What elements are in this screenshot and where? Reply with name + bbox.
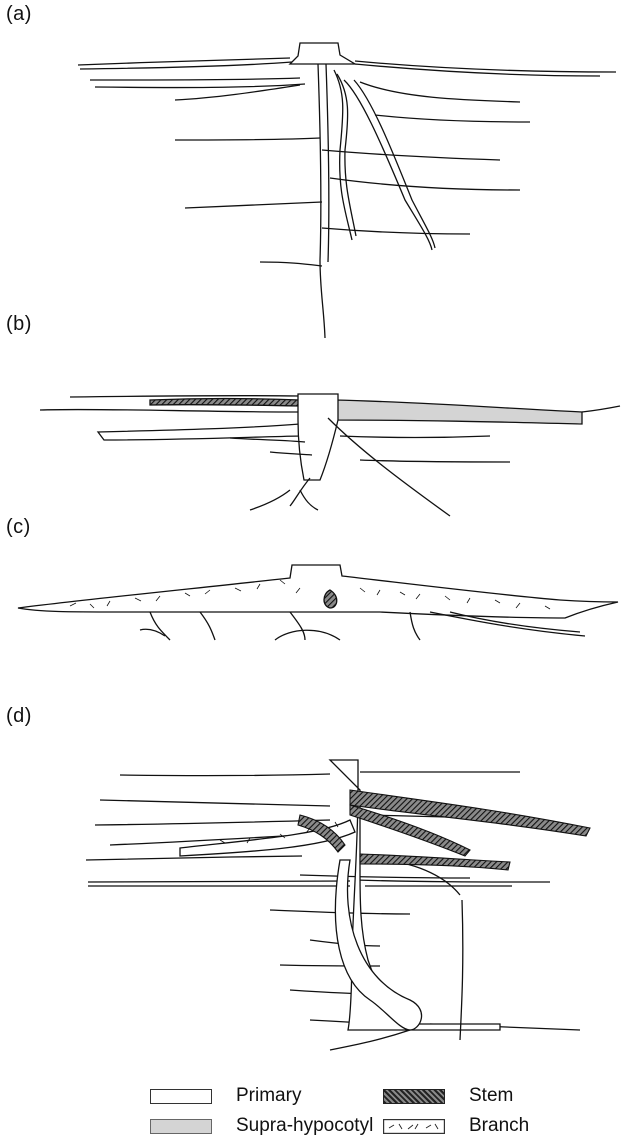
lateral-root (70, 396, 300, 397)
panel-label-a: (a) (6, 3, 32, 26)
legend-swatch-stem (383, 1089, 445, 1104)
branch-root (334, 70, 352, 240)
lateral-root (100, 800, 330, 806)
lateral-root (355, 880, 550, 882)
stem-segment (360, 854, 510, 870)
lateral-root (175, 138, 320, 140)
branch-root (300, 490, 318, 510)
legend-swatch-primary (150, 1089, 212, 1104)
lateral-root (120, 774, 330, 776)
lateral-root (360, 82, 520, 102)
legend-swatch-branch (383, 1119, 445, 1134)
primary-root-tip (330, 1030, 410, 1050)
root-diagram-a (0, 30, 626, 350)
lateral-root (330, 178, 520, 190)
lateral-root (90, 78, 300, 80)
lateral-root (185, 202, 322, 208)
root-diagram-d (0, 730, 626, 1070)
lateral-root (300, 875, 470, 878)
legend-item-supra-hypocotyl: Supra-hypocotyl (150, 1115, 373, 1137)
lateral-root (340, 436, 490, 438)
lateral-root (322, 150, 500, 160)
legend-label-stem: Stem (469, 1085, 513, 1107)
lateral-root (95, 820, 330, 825)
legend-item-stem: Stem (383, 1085, 513, 1107)
stem-base (290, 43, 355, 64)
lateral-root (86, 856, 302, 860)
lateral-root (80, 62, 292, 69)
root-diagram-b (0, 355, 626, 530)
primary-root (98, 424, 300, 440)
lateral-root (582, 406, 620, 412)
lateral-root (88, 881, 350, 882)
branch-root-mass (18, 565, 618, 618)
legend-label-supra-hypocotyl: Supra-hypocotyl (236, 1115, 373, 1137)
lateral-root (260, 262, 322, 266)
lateral-root (40, 409, 300, 412)
lateral-root (375, 115, 530, 122)
legend-swatch-supra-hypocotyl (150, 1119, 212, 1134)
branch-root (250, 490, 290, 510)
branch-root (460, 900, 463, 1040)
lateral-root (322, 228, 470, 234)
panel-label-d: (d) (6, 705, 32, 728)
legend-label-primary: Primary (236, 1085, 301, 1107)
primary-root (318, 64, 325, 338)
branch-root (354, 80, 435, 248)
lateral-root (355, 64, 600, 76)
branch-root (344, 80, 432, 250)
root-diagram-c (0, 535, 626, 705)
legend-item-branch: Branch (383, 1115, 529, 1137)
stem-segment (350, 790, 590, 836)
primary-root (326, 64, 329, 262)
stem-segment (150, 399, 300, 407)
legend-label-branch: Branch (469, 1115, 529, 1137)
lateral-root (230, 438, 305, 442)
supra-hypocotyl-root (330, 400, 582, 424)
lateral-root (360, 460, 510, 462)
lateral-root (355, 61, 616, 72)
legend-item-primary: Primary (150, 1085, 301, 1107)
branch-root (328, 418, 450, 516)
stem-base (298, 394, 338, 480)
lateral-root (95, 84, 305, 88)
